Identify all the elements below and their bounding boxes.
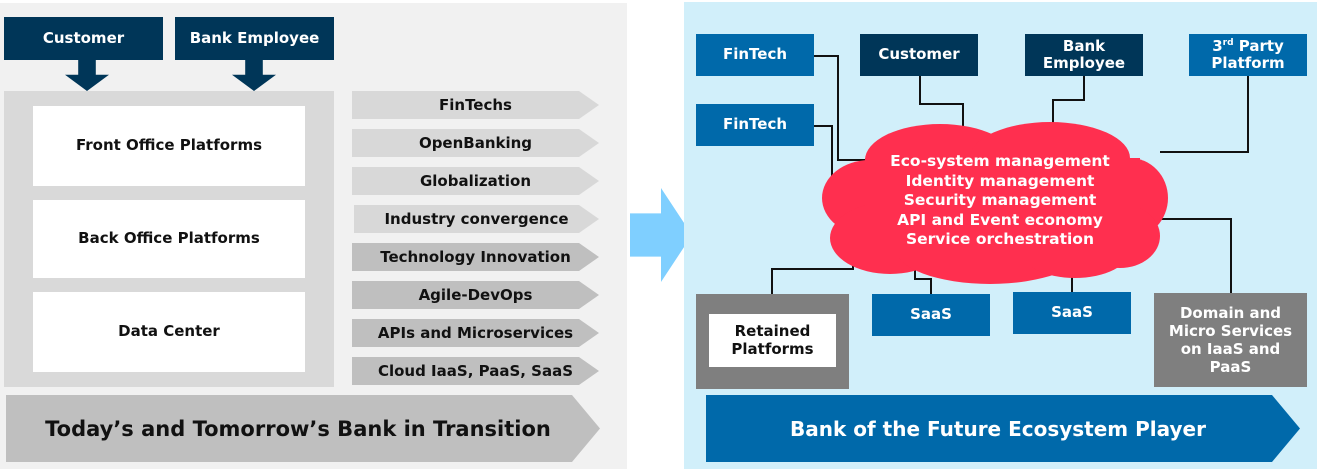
bank-employee-node: Bank Employee [1025,34,1143,76]
bank-employee-label: Employee [1042,54,1126,72]
connector-line [914,278,932,280]
third-party-platform-node: 3rd Party Platform [1189,34,1307,76]
retained-label: Retained [734,322,811,341]
connector-line [1160,151,1249,153]
fintech-node: FinTech [696,34,814,76]
domain-label: on IaaS and [1180,340,1281,358]
capability-item: Identity management [905,171,1095,190]
connector-line [837,159,867,161]
driver-label: Cloud IaaS, PaaS, SaaS [377,362,574,380]
connector-line [1247,75,1249,153]
connector-line [1052,99,1085,101]
front-office-label: Front Office Platforms [75,136,263,155]
fintech-node: FinTech [696,104,814,146]
driver-label: APIs and Microservices [377,324,574,342]
connector-line [930,278,932,294]
retained-platforms-box: Retained Platforms [709,314,836,367]
connector-line [1071,273,1073,293]
transition-banner: Today’s and Tomorrow’s Bank in Transitio… [6,395,600,462]
fintech-label: FinTech [722,115,788,134]
third-party-label: Platform [1211,54,1285,72]
transition-arrow-icon [630,188,692,282]
third-party-label: 3rd Party [1212,36,1284,55]
driver-label: Industry convergence [384,210,569,228]
driver-chevron: Industry convergence [354,205,599,233]
future-bank-banner: Bank of the Future Ecosystem Player [706,395,1300,462]
connector-line [914,265,916,280]
front-office-layer: Front Office Platforms [33,106,305,186]
driver-label: Globalization [419,172,532,190]
bank-employee-actor-label: Bank Employee [189,28,320,47]
connector-line [1160,218,1232,220]
future-bank-banner-label: Bank of the Future Ecosystem Player [790,416,1206,441]
driver-chevron: Cloud IaaS, PaaS, SaaS [352,357,599,385]
capability-item: Security management [903,191,1097,209]
ecosystem-capabilities: Eco-system management Identity managemen… [840,152,1160,250]
domain-microservices-node: Domain and Micro Services on IaaS and Pa… [1154,293,1307,387]
driver-label: Agile-DevOps [418,286,533,304]
domain-label: Micro Services [1168,322,1293,340]
saas-node: SaaS [1013,292,1131,334]
connector-line [837,55,839,161]
bank-employee-actor-box: Bank Employee [175,17,334,60]
customer-actor-box: Customer [4,17,163,60]
driver-chevron: Technology Innovation [352,243,599,271]
connector-line [831,125,833,195]
connector-line [813,55,839,57]
ecosystem-cloud [822,122,1168,284]
domain-label: Domain and [1179,304,1282,322]
driver-label: OpenBanking [418,134,533,152]
driver-label: Technology Innovation [380,248,571,266]
capability-item: API and Event economy [897,210,1103,229]
driver-label: FinTechs [439,96,512,114]
driver-chevron: Agile-DevOps [352,281,599,309]
saas-label: SaaS [910,305,952,324]
fintech-label: FinTech [722,45,788,64]
connector-line [813,125,833,127]
connector-line [1083,75,1085,101]
transition-banner-label: Today’s and Tomorrow’s Bank in Transitio… [45,416,551,441]
connector-line [1230,218,1232,294]
back-office-label: Back Office Platforms [78,229,260,248]
connector-line [771,268,773,294]
connector-line [962,103,964,128]
driver-chevron: APIs and Microservices [352,319,599,347]
driver-chevron: OpenBanking [352,129,599,157]
domain-label: PaaS [1209,358,1252,376]
driver-chevron: FinTechs [352,91,599,119]
data-center-label: Data Center [118,322,220,341]
retained-label: Platforms [731,339,814,358]
capability-item: Eco-system management [890,152,1110,170]
saas-label: SaaS [1051,303,1093,322]
connector-line [771,268,854,270]
data-center-layer: Data Center [33,292,305,372]
customer-node: Customer [860,34,978,76]
driver-chevron: Globalization [352,167,599,195]
bank-employee-label: Bank [1062,36,1106,55]
connector-line [919,103,964,105]
customer-label: Customer [878,45,960,64]
saas-node: SaaS [872,294,990,336]
connector-line [1052,99,1054,124]
customer-actor-label: Customer [42,28,125,47]
connector-line [919,75,921,105]
back-office-layer: Back Office Platforms [33,200,305,278]
capability-item: Service orchestration [905,230,1094,248]
